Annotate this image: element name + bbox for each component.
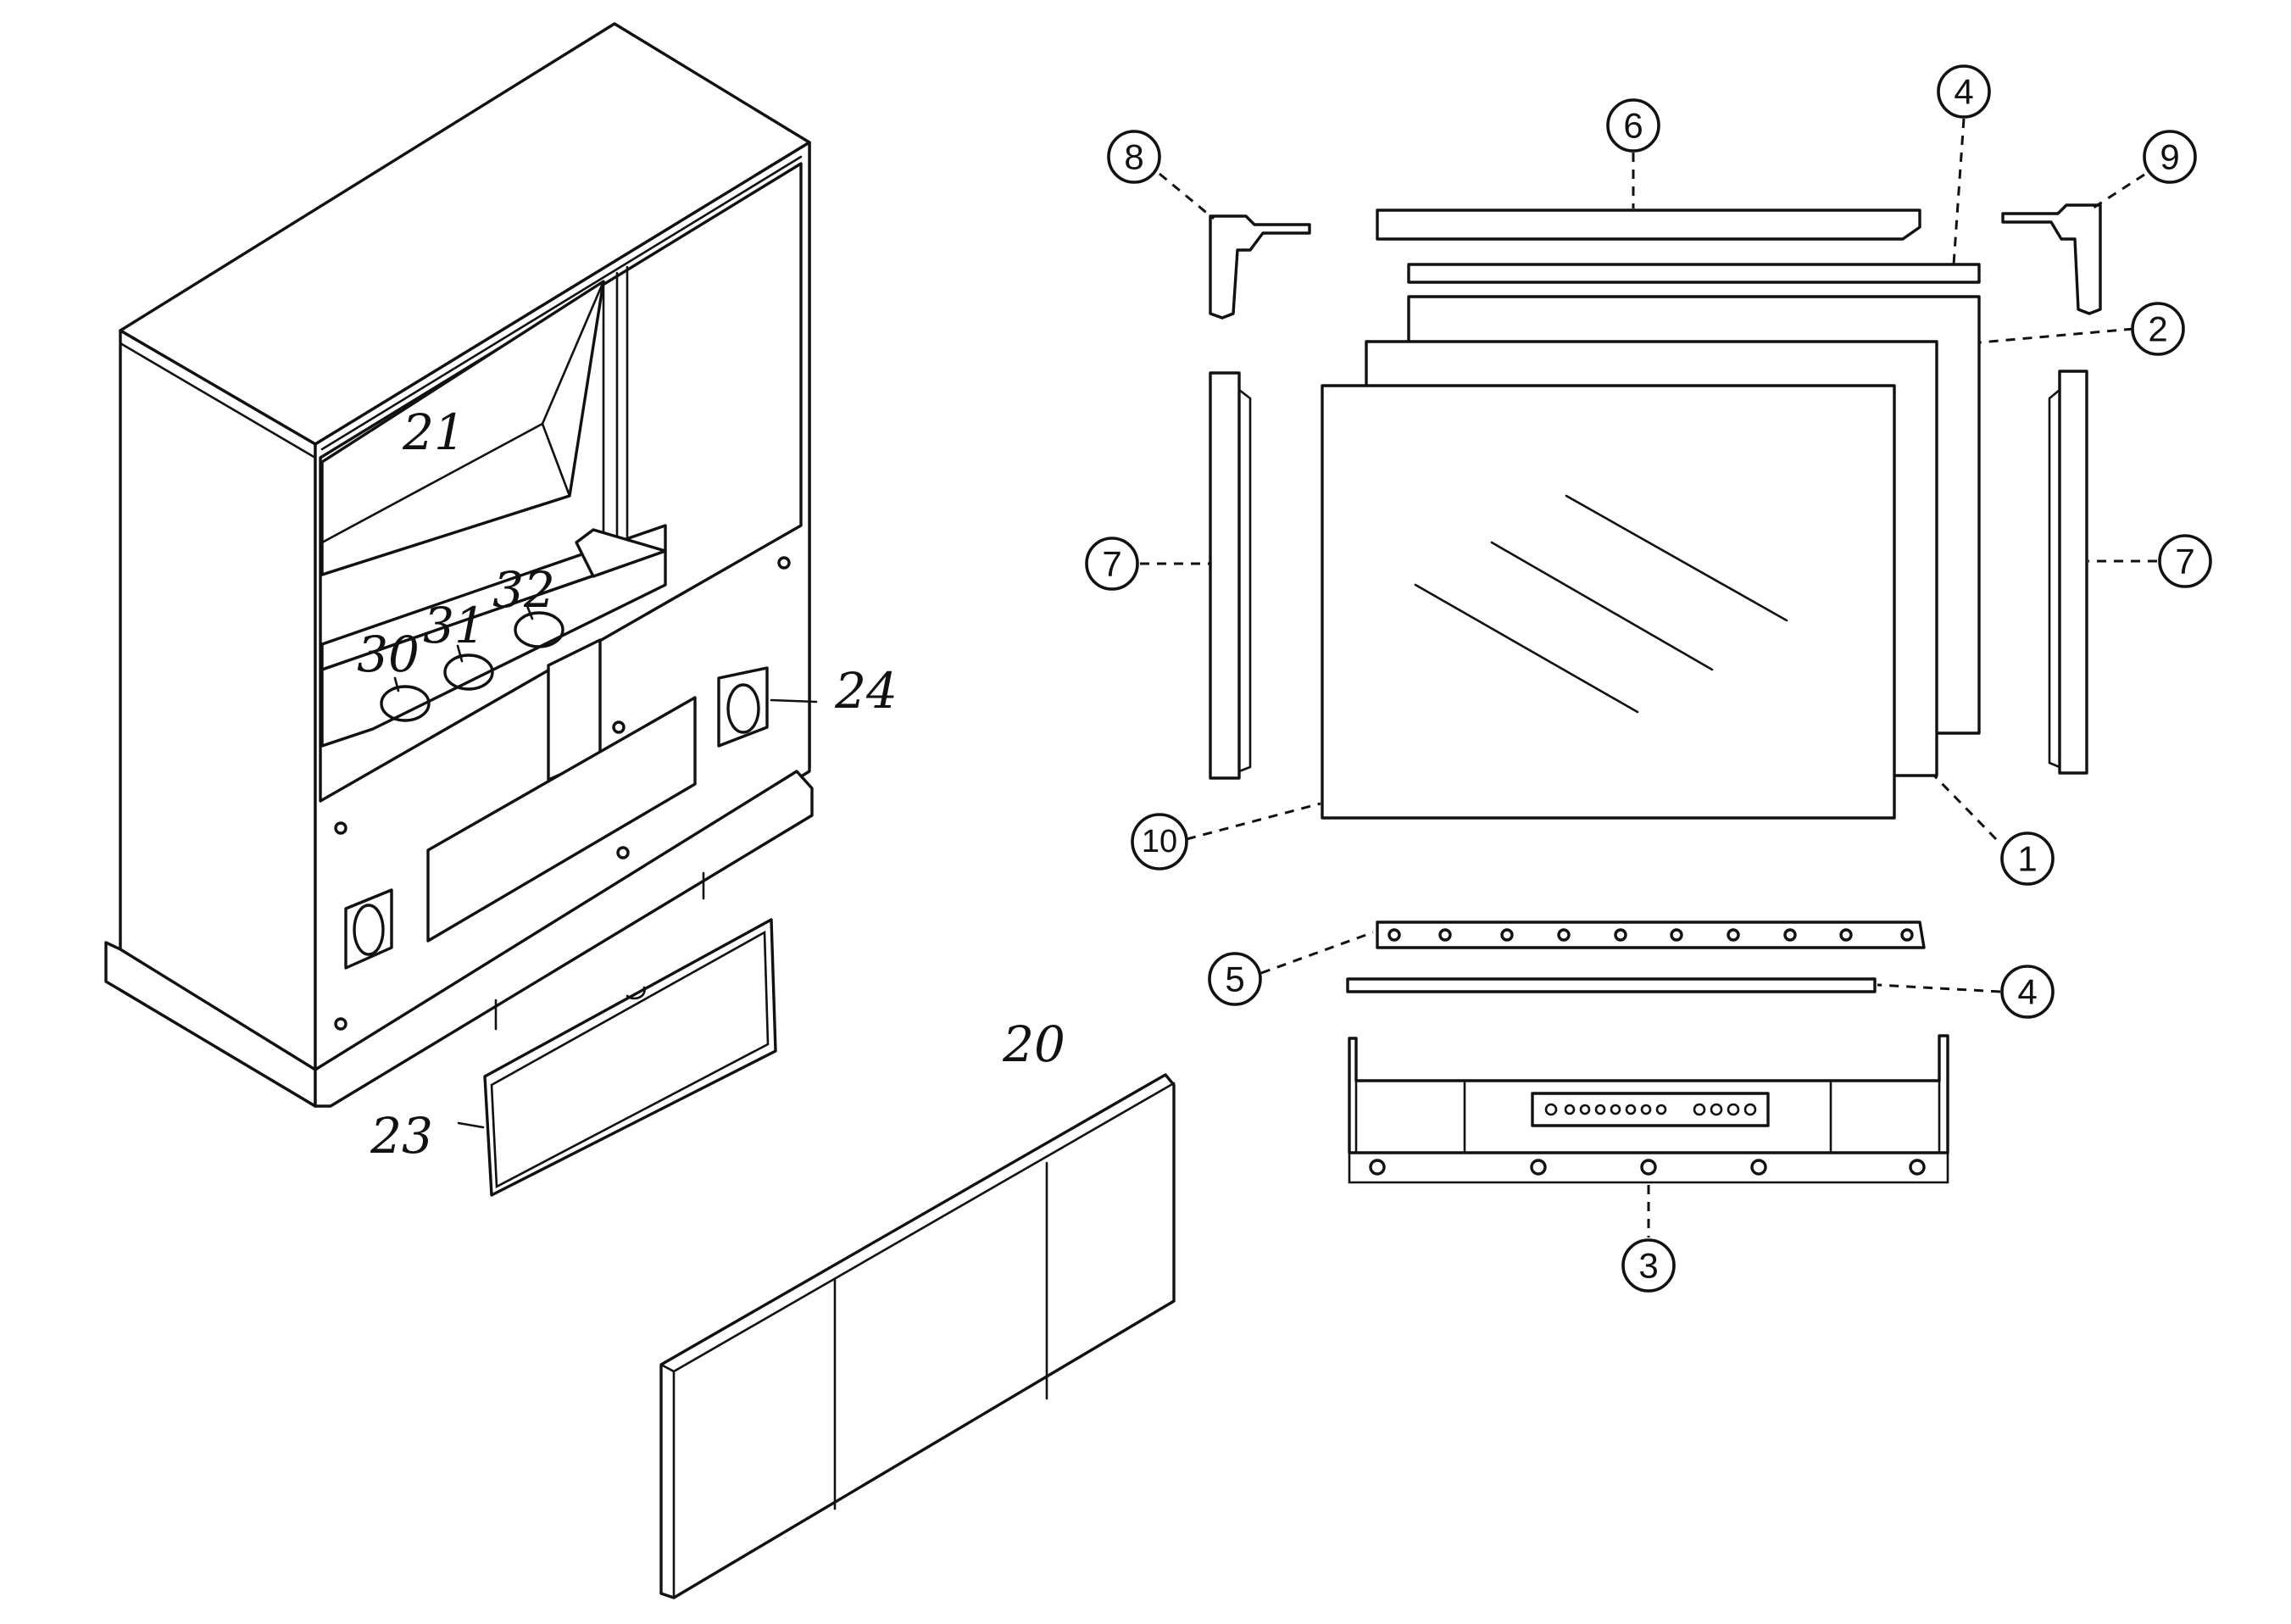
part-5-lower-frame — [1376, 920, 1926, 949]
callout-5: 5 — [1208, 952, 1262, 1006]
svg-text:5: 5 — [1225, 959, 1244, 999]
screen-assembly — [1209, 203, 2102, 1184]
callout-9: 9 — [2143, 130, 2197, 184]
label-23: 23 — [370, 1107, 433, 1165]
part-6-top-frame — [1376, 209, 1921, 241]
part-4-lower-strip — [1346, 977, 1877, 993]
crt-lens-31 — [443, 653, 494, 691]
callout-2: 2 — [2131, 302, 2185, 356]
part-9-right-corner — [2001, 203, 2102, 315]
callout-6: 6 — [1606, 98, 1660, 153]
leader-lines — [457, 118, 2157, 1237]
label-30: 30 — [357, 626, 420, 683]
label-24: 24 — [834, 662, 898, 720]
svg-text:6: 6 — [1623, 106, 1643, 146]
svg-text:4: 4 — [1954, 72, 1973, 112]
label-21: 21 — [402, 403, 465, 461]
svg-text:8: 8 — [1124, 137, 1143, 177]
part-3-terminal-board — [1531, 1092, 1770, 1127]
rear-panel-23 — [483, 918, 777, 1197]
part-7-right-rail — [2058, 370, 2088, 775]
svg-text:9: 9 — [2160, 137, 2179, 177]
part-5-holes — [1387, 928, 1914, 942]
crt-lens-30 — [380, 685, 431, 722]
callout-10: 10 — [1131, 813, 1188, 870]
part-3-holes — [1369, 1159, 1926, 1176]
svg-text:7: 7 — [2175, 542, 2194, 581]
svg-text:1: 1 — [2017, 839, 2037, 879]
callout-3: 3 — [1621, 1238, 1676, 1293]
cabinet-base-front — [314, 770, 814, 1108]
crt-lens-32 — [514, 611, 564, 648]
callout-7-left: 7 — [1085, 537, 1139, 591]
svg-text:7: 7 — [1102, 544, 1121, 584]
callout-8: 8 — [1107, 130, 1161, 184]
svg-text:2: 2 — [2148, 309, 2167, 349]
cabinet-assembly — [104, 22, 814, 1108]
label-32: 32 — [492, 561, 555, 619]
label-31: 31 — [423, 597, 486, 654]
svg-text:10: 10 — [1142, 824, 1177, 859]
speaker-grille-20 — [659, 1073, 1176, 1599]
part-4-top-strip — [1407, 263, 1981, 284]
part-7-left-rail — [1209, 371, 1241, 780]
svg-text:3: 3 — [1638, 1246, 1658, 1286]
svg-text:4: 4 — [2017, 972, 2037, 1012]
control-panel-opening — [426, 696, 697, 943]
part-10-front-glass — [1321, 384, 1896, 820]
callout-7-right: 7 — [2158, 534, 2212, 588]
callout-4-top: 4 — [1937, 64, 1991, 119]
label-20: 20 — [1002, 1015, 1065, 1073]
part-3-terminals — [1544, 1103, 1757, 1116]
callout-1: 1 — [2000, 831, 2055, 886]
speaker-left — [344, 888, 393, 970]
callout-4-bottom: 4 — [2000, 965, 2055, 1019]
part-8-left-corner — [1209, 214, 1311, 320]
